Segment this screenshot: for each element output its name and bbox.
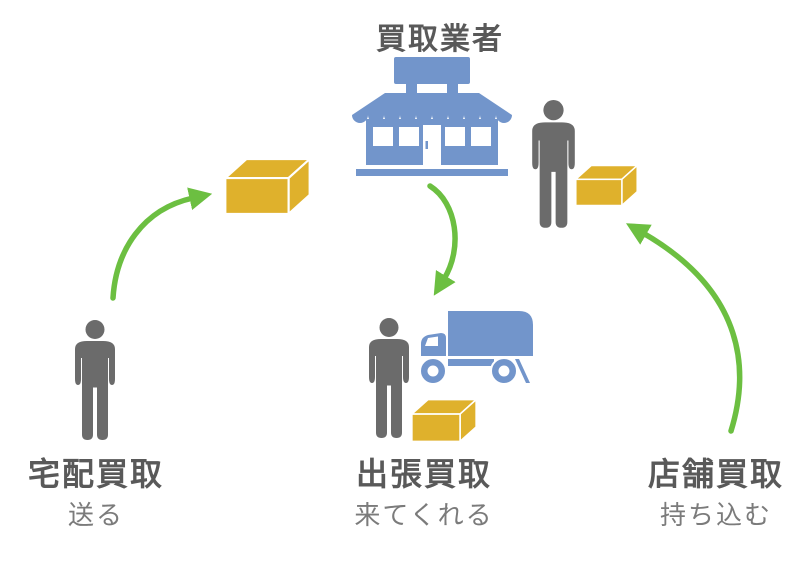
store-base — [356, 169, 508, 176]
package-box-icon-onsite — [411, 398, 477, 443]
arrow-send-icon — [110, 187, 213, 301]
store-sign — [394, 57, 470, 84]
store-awning — [352, 93, 512, 123]
truck-window — [425, 336, 438, 346]
method-label-takuhai: 宅配買取 送る — [0, 456, 206, 531]
method-name: 宅配買取 — [27, 456, 164, 492]
package-box-icon-store — [575, 164, 638, 207]
arrow-bring-icon — [625, 223, 743, 434]
method-action: 送る — [67, 500, 124, 531]
truck-cargo-box — [448, 311, 533, 356]
truck-icon — [419, 311, 533, 385]
store-door-handle — [425, 141, 428, 149]
method-action: 来てくれる — [354, 500, 494, 531]
method-label-shucchou: 出張買取 来てくれる — [314, 456, 534, 531]
buyer-shop-title: 買取業者 — [376, 23, 504, 56]
store-door — [423, 125, 441, 165]
person-icon-delivery-seller — [75, 320, 115, 440]
method-label-tenpo: 店舗買取 持ち込む — [606, 456, 811, 531]
method-name: 店舗買取 — [647, 456, 784, 492]
method-name: 出張買取 — [355, 456, 492, 492]
method-action: 持ち込む — [659, 500, 772, 531]
person-icon-store-seller — [532, 100, 575, 228]
person-icon-onsite-seller — [369, 318, 409, 438]
package-box-icon-delivery — [224, 158, 311, 215]
arrow-visit-icon — [427, 183, 458, 296]
store-icon — [352, 57, 512, 176]
